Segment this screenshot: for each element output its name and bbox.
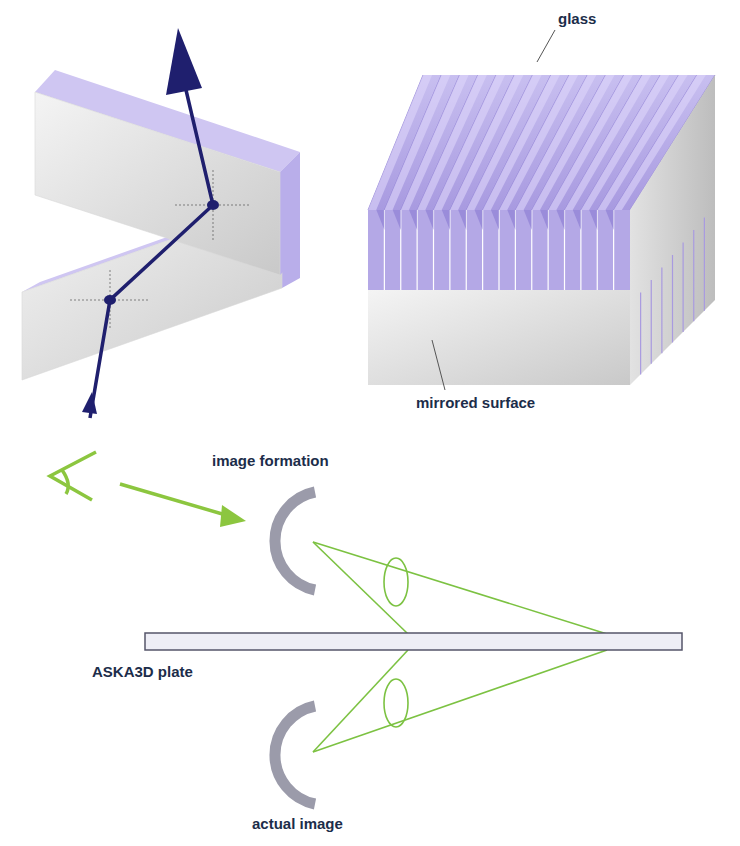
- part-label: image formation: [210, 452, 331, 470]
- mirror-slab-upper: [35, 70, 300, 275]
- aska3d-plate: [145, 633, 682, 650]
- light-ray: [70, 28, 250, 418]
- part-label: ASKA3D plate: [90, 663, 195, 681]
- part-label: actual image: [250, 815, 345, 833]
- part-label: glass: [556, 10, 598, 28]
- optics: [145, 492, 682, 804]
- part-label: mirrored surface: [414, 394, 537, 412]
- aska3d-block: [368, 30, 715, 390]
